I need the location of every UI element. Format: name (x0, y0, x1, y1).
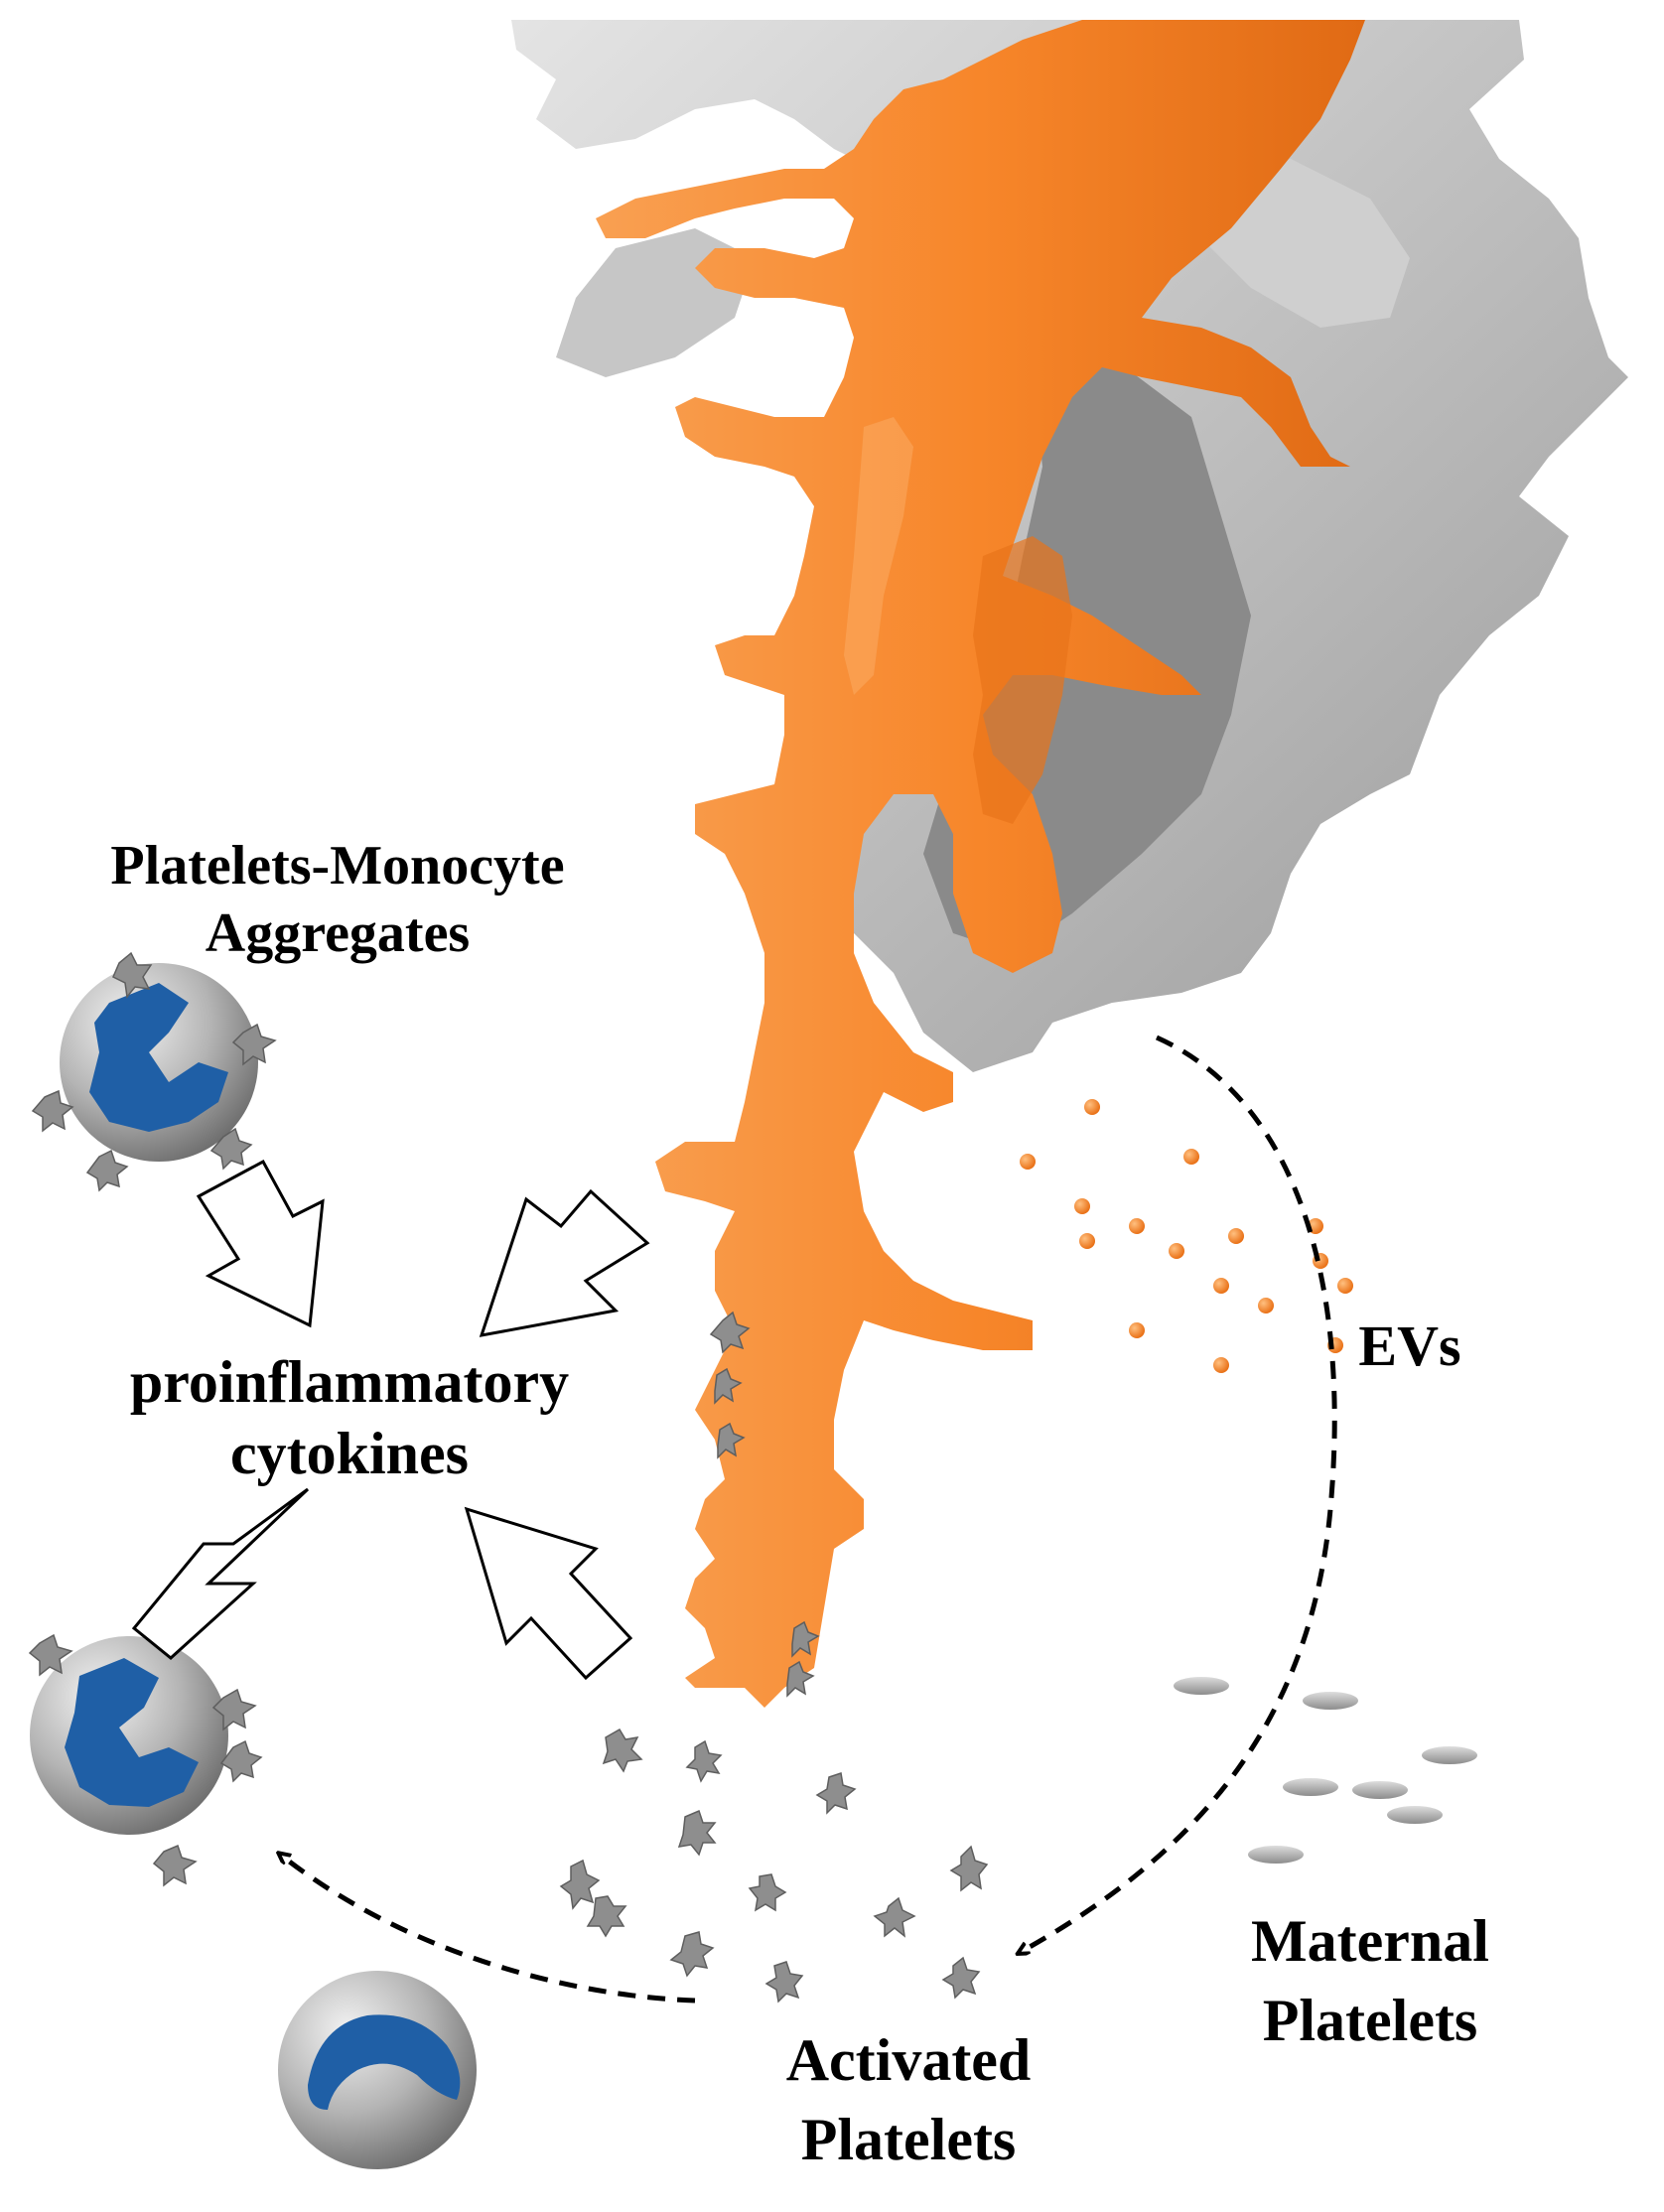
arrow-from-aggregates (196, 1159, 325, 1328)
monocyte-icon (31, 951, 277, 1192)
maternal-platelets-label-line2: Platelets (1263, 1988, 1478, 2053)
activated-platelets-label-line2: Platelets (801, 2107, 1017, 2172)
activated-platelets-label-line1: Activated (786, 2027, 1032, 2093)
dashed-arrow-evs-to-platelets (1023, 1035, 1337, 1951)
monocyte-icon (278, 1971, 477, 2169)
arrow-from-villus (479, 1188, 650, 1337)
pma-label-line2: Aggregates (206, 902, 470, 964)
extracellular-vesicle-icon (1020, 1099, 1353, 1373)
pma-label-line1: Platelets-Monocyte (110, 835, 564, 897)
activated-platelet-icon (559, 1311, 989, 2004)
resting-platelet-icon (1174, 1677, 1477, 1864)
cytokines-label-line1: proinflammatory (130, 1349, 569, 1415)
dashed-arrow-platelets-to-monocyte (283, 1857, 696, 2004)
evs-label: EVs (1358, 1313, 1460, 1378)
placental-villus-icon (596, 20, 1365, 1708)
monocyte-icon (28, 1633, 263, 1887)
arrow-from-platelets (464, 1506, 633, 1681)
maternal-platelets-label-line1: Maternal (1251, 1908, 1489, 1974)
cytokines-label-line2: cytokines (230, 1421, 469, 1486)
arrow-from-monocyte (131, 1487, 310, 1660)
